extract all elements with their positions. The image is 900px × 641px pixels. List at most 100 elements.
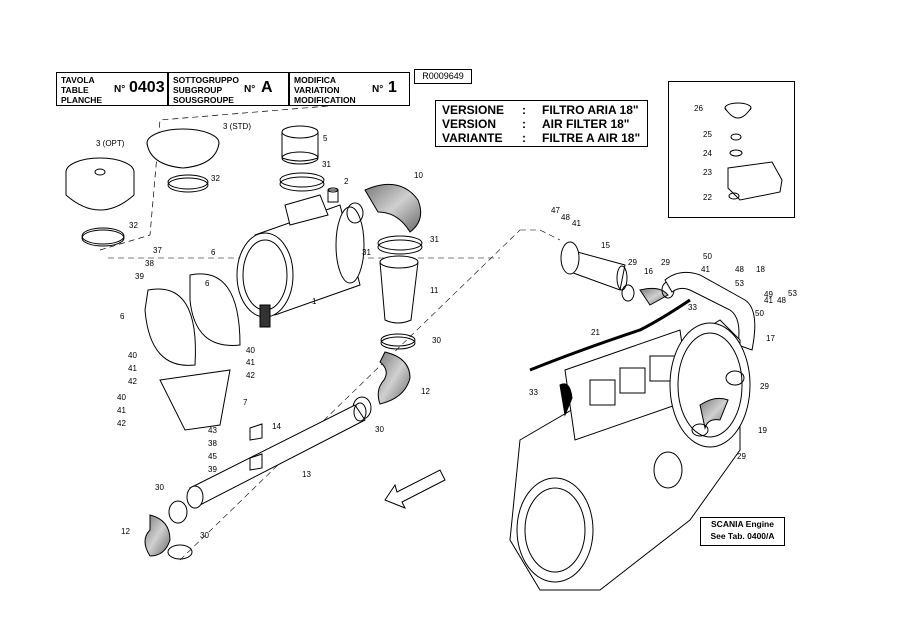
header-modification-block: MODIFICA VARIATION MODIFICATION N° 1 <box>289 72 410 106</box>
part-callout: 50 <box>703 252 712 261</box>
label-subgroup: SUBGROUP <box>173 85 223 95</box>
inset-valve-assembly <box>724 102 783 201</box>
part-callout: 6 <box>120 312 125 321</box>
engine-reference-note: SCANIA Engine See Tab. 0400/A <box>700 517 785 546</box>
engine-note-line: SCANIA Engine <box>711 519 774 529</box>
hose-clamp-31-a <box>279 172 325 192</box>
drawing-reference-code: R0009649 <box>414 69 472 84</box>
header-table-block: TAVOLA TABLE PLANCHE N° 0403 <box>56 72 168 106</box>
part-callout: 10 <box>414 171 423 180</box>
part-callout: 48 <box>735 265 744 274</box>
part-callout: 43 <box>208 426 217 435</box>
version-key: VERSIONE <box>442 103 505 117</box>
hose-clamp-31-b <box>346 202 364 224</box>
table-number-label: N° <box>114 84 126 95</box>
version-row: VARIANTE : FILTRE A AIR 18" <box>442 131 647 145</box>
label-planche: PLANCHE <box>61 95 103 105</box>
air-filter-cap-optional <box>65 157 135 211</box>
part-callout: 41 <box>764 296 773 305</box>
part-callout: 40 <box>246 346 255 355</box>
elbow-hose-12-b <box>144 514 171 557</box>
version-value: AIR FILTER 18" <box>542 117 630 131</box>
part-callout: 53 <box>788 289 797 298</box>
part-callout: 30 <box>155 483 164 492</box>
part-callout: 23 <box>703 168 712 177</box>
hose-clamp-32-a <box>81 227 125 247</box>
modification-number-label: N° <box>372 84 384 95</box>
part-callout: 39 <box>135 272 144 281</box>
part-callout: 30 <box>375 425 384 434</box>
intake-adapter-15 <box>560 241 628 291</box>
part-callout: 12 <box>121 527 130 536</box>
part-callout: 30 <box>432 336 441 345</box>
part-callout: 48 <box>561 213 570 222</box>
label-modifica: MODIFICA <box>294 75 337 85</box>
part-callout: 41 <box>117 406 126 415</box>
table-number: 0403 <box>129 79 165 96</box>
part-callout: 32 <box>211 174 220 183</box>
part-callout: 48 <box>777 296 786 305</box>
version-key: VERSION <box>442 117 497 131</box>
part-callout: 41 <box>572 219 581 228</box>
part-callout: 41 <box>128 364 137 373</box>
breather-hose-21 <box>529 298 691 372</box>
part-callout: 42 <box>128 377 137 386</box>
subgroup-number: A <box>261 79 273 96</box>
part-callout: 19 <box>758 426 767 435</box>
part-callout: 17 <box>766 334 775 343</box>
hose-clamp-30-c <box>168 500 188 524</box>
part-callout: 7 <box>243 398 248 407</box>
filter-outlet-pipe <box>281 125 319 165</box>
elbow-hose-16 <box>639 287 669 306</box>
hose-clamp-29-a <box>621 284 635 302</box>
label-sousgroupe: SOUSGROUPE <box>173 95 234 105</box>
filter-band-6-b <box>189 273 241 346</box>
pipe-bracket-14 <box>249 423 263 471</box>
hose-clamp-32-b <box>167 174 209 193</box>
part-callout: 53 <box>735 279 744 288</box>
version-sep: : <box>522 117 526 131</box>
header-table-labels: TAVOLA TABLE PLANCHE <box>61 75 102 105</box>
inset-detail-frame <box>668 81 795 218</box>
part-callout: 38 <box>145 259 154 268</box>
reducer-pipe-11 <box>379 255 419 324</box>
air-filter-housing <box>236 194 365 328</box>
part-callout: 40 <box>117 393 126 402</box>
part-callout: 37 <box>153 246 162 255</box>
engine-note-line: See Tab. 0400/A <box>710 531 775 541</box>
part-callout: 31 <box>430 235 439 244</box>
part-callout: 3 (STD) <box>223 122 251 131</box>
part-callout: 42 <box>246 371 255 380</box>
part-callout: 41 <box>701 265 710 274</box>
support-bracket-7 <box>159 369 231 431</box>
elbow-hose-12-a <box>377 351 411 405</box>
part-callout: 31 <box>362 248 371 257</box>
part-callout: 32 <box>129 221 138 230</box>
part-callout: 30 <box>200 531 209 540</box>
part-callout: 31 <box>322 160 331 169</box>
part-callout: 33 <box>688 303 697 312</box>
part-callout: 41 <box>246 358 255 367</box>
part-callout: 45 <box>208 452 217 461</box>
part-callout: 49 <box>764 290 773 299</box>
assembly-dash-line <box>520 229 561 241</box>
part-callout: 29 <box>737 452 746 461</box>
part-callout: 39 <box>208 465 217 474</box>
part-callout: 5 <box>323 134 328 143</box>
part-callout: 25 <box>703 130 712 139</box>
part-callout: 29 <box>628 258 637 267</box>
version-value: FILTRO ARIA 18" <box>542 103 639 117</box>
part-callout: 40 <box>128 351 137 360</box>
part-callout: 1 <box>312 297 317 306</box>
version-row: VERSIONE : FILTRO ARIA 18" <box>442 103 647 117</box>
part-callout: 14 <box>272 422 281 431</box>
part-callout: 50 <box>755 309 764 318</box>
air-filter-cap-standard <box>146 128 220 169</box>
part-callout: 13 <box>302 470 311 479</box>
intake-pipe-13 <box>186 402 367 509</box>
hose-clamp-30-a <box>380 333 416 350</box>
part-callout: 29 <box>661 258 670 267</box>
part-callout: 33 <box>529 388 538 397</box>
part-callout: 24 <box>703 149 712 158</box>
